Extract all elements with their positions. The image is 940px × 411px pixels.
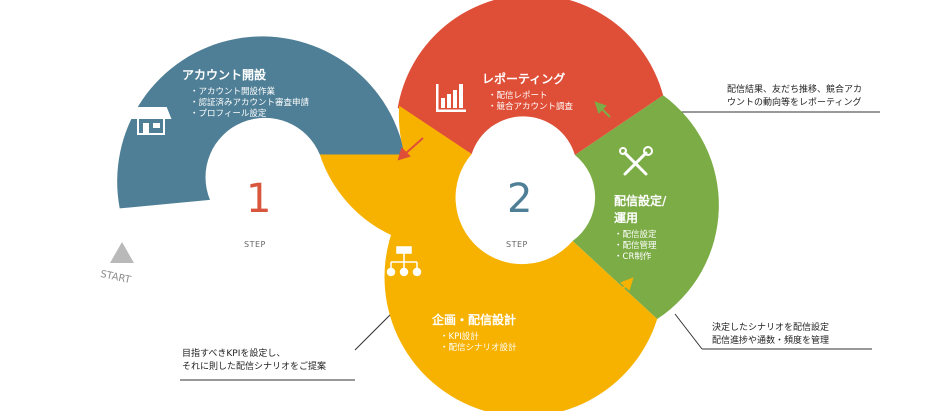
delivery-item: CR制作 bbox=[614, 252, 666, 263]
delivery-item: 配信管理 bbox=[614, 241, 666, 252]
reporting-item: 配信レポート bbox=[488, 91, 573, 102]
delivery-segment bbox=[572, 95, 719, 319]
account-setup-segment bbox=[117, 36, 405, 209]
arrow-icon-planning-to-reporting bbox=[397, 137, 424, 161]
start-marker-icon bbox=[110, 242, 134, 263]
storefront-icon bbox=[130, 107, 172, 135]
planning-items: KPI設計 配信シナリオ設計 bbox=[440, 332, 517, 354]
note-reporting: 配信結果、友だち推移、競合アカ ウントの動向等をレポーティング bbox=[727, 84, 862, 110]
delivery-title-line1: 配信設定/ bbox=[614, 194, 667, 208]
note-delivery: 決定したシナリオを配信設定 配信進捗や通数・頻度を管理 bbox=[712, 322, 829, 348]
account-setup-item: プロフィール設定 bbox=[190, 109, 309, 120]
step-2-label: STEP bbox=[506, 240, 528, 249]
reporting-title: レポーティング bbox=[482, 72, 566, 86]
planning-item: KPI設計 bbox=[440, 332, 517, 343]
planning-title: 企画・配信設計 bbox=[432, 313, 517, 327]
delivery-items: 配信設定 配信管理 CR制作 bbox=[614, 230, 666, 263]
account-setup-items: アカウント開設作業 認証済みアカウント審査申請 プロフィール設定 bbox=[190, 87, 310, 120]
tools-icon bbox=[619, 146, 653, 176]
delivery-title-line2: 運用 bbox=[614, 211, 639, 225]
planning-label: 企画・配信設計 KPI設計 配信シナリオ設計 bbox=[432, 311, 517, 354]
note-line: 目指すべきKPIを設定し、 bbox=[182, 349, 286, 359]
reporting-segment bbox=[397, 0, 664, 155]
note-line: それに則した配信シナリオをご提案 bbox=[182, 362, 327, 372]
planning-segment bbox=[319, 105, 658, 411]
account-setup-item: アカウント開設作業 bbox=[190, 87, 309, 98]
delivery-label: 配信設定/ 運用 配信設定 配信管理 CR制作 bbox=[614, 192, 666, 263]
reporting-items: 配信レポート 競合アカウント調査 bbox=[488, 91, 574, 113]
reporting-label: レポーティング 配信レポート 競合アカウント調査 bbox=[482, 70, 573, 113]
account-setup-label: アカウント開設 アカウント開設作業 認証済みアカウント審査申請 プロフィール設定 bbox=[182, 66, 309, 120]
note-line: 決定したシナリオを配信設定 bbox=[712, 323, 830, 333]
arrow-icon-account-to-planning bbox=[350, 120, 377, 153]
note-line: ウントの動向等をレポーティング bbox=[727, 98, 862, 108]
account-setup-title: アカウント開設 bbox=[182, 68, 267, 82]
note-leader-delivery bbox=[674, 313, 703, 350]
note-planning: 目指すべきKPIを設定し、 それに則した配信シナリオをご提案 bbox=[182, 348, 326, 374]
note-line: 配信進捗や通数・頻度を管理 bbox=[712, 336, 830, 346]
reporting-item: 競合アカウント調査 bbox=[488, 102, 574, 113]
step-1-label: STEP bbox=[244, 240, 266, 249]
bar-chart-icon bbox=[436, 84, 466, 112]
flowchart-icon bbox=[386, 246, 422, 277]
note-line: 配信結果、友だち推移、競合アカ bbox=[727, 85, 863, 95]
planning-item: 配信シナリオ設計 bbox=[440, 343, 517, 354]
account-setup-item: 認証済みアカウント審査申請 bbox=[190, 98, 310, 109]
step-1-number: 1 bbox=[246, 176, 272, 222]
delivery-item: 配信設定 bbox=[614, 230, 666, 241]
arrow-icon-delivery-to-reporting bbox=[594, 101, 611, 118]
step-2-number: 2 bbox=[507, 176, 533, 222]
arrow-icon-planning-to-delivery bbox=[612, 277, 634, 300]
